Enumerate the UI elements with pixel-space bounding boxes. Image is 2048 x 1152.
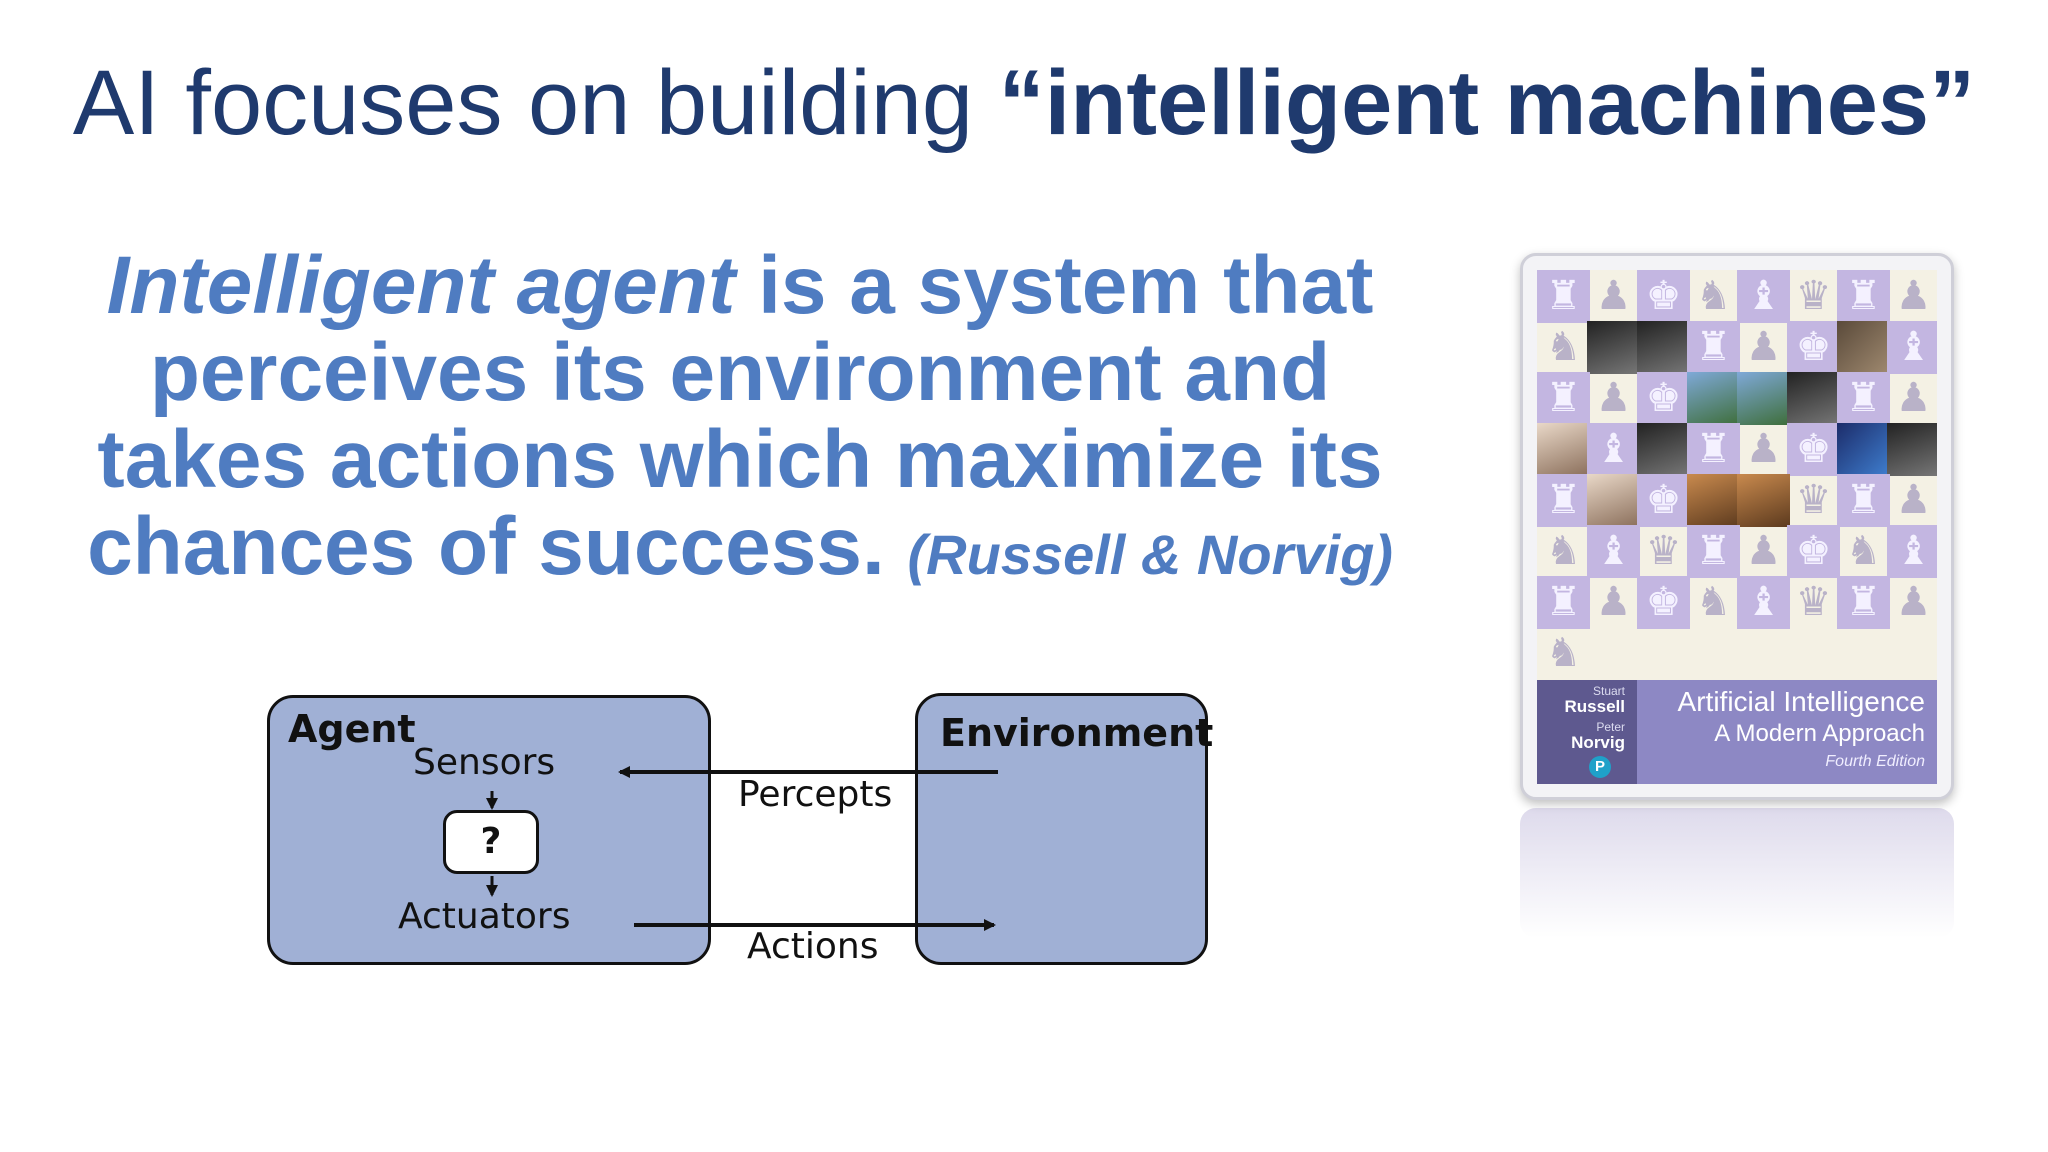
chess-piece-icon: ♜ <box>1837 576 1890 629</box>
chess-piece-icon: ♞ <box>1845 528 1882 574</box>
cover-photo-tile <box>1887 423 1937 476</box>
chess-piece-icon: ♜ <box>1537 270 1590 323</box>
chess-piece-icon: ♚ <box>1637 576 1690 629</box>
chess-piece-icon: ♛ <box>1795 477 1832 523</box>
cover-photo-tile <box>1737 372 1790 425</box>
agent-definition: Intelligent agent is a system that perce… <box>60 242 1420 598</box>
chess-piece-icon: ♟ <box>1895 375 1932 421</box>
pearson-logo-icon: P <box>1589 756 1611 778</box>
book-subtitle: A Modern Approach <box>1714 720 1925 747</box>
cover-photo-tile <box>1637 423 1690 476</box>
agent-environment-diagram: Agent Sensors ? Actuators Environment Pe… <box>260 685 1240 985</box>
definition-line-4-text: chances of success. <box>87 501 908 592</box>
chess-piece-icon: ♞ <box>1695 273 1732 319</box>
cover-photo-tile <box>1787 372 1840 425</box>
book-authors-panel: Stuart Russell Peter Norvig P <box>1537 680 1637 784</box>
book-cover-art: ♜♟♚♞♝♛♜♟♞♜♟♚♝♜♟♚♜♟♝♜♟♚♜♚♛♜♟♞♝♛♜♟♚♞♝♜♟♚♞♝… <box>1537 270 1937 784</box>
actuators-label: Actuators <box>398 896 571 937</box>
agent-program-box: ? <box>443 810 539 874</box>
chessboard-collage: ♜♟♚♞♝♛♜♟♞♜♟♚♝♜♟♚♜♟♝♜♟♚♜♚♛♜♟♞♝♛♜♟♚♞♝♜♟♚♞♝… <box>1537 270 1937 680</box>
chess-piece-icon: ♞ <box>1545 528 1582 574</box>
chess-piece-icon: ♟ <box>1895 579 1932 625</box>
book-edition: Fourth Edition <box>1825 753 1925 770</box>
chess-piece-icon: ♞ <box>1695 579 1732 625</box>
chess-piece-icon: ♞ <box>1545 630 1582 676</box>
definition-line-4: chances of success. (Russell & Norvig) <box>60 503 1420 598</box>
book-title: Artificial Intelligence <box>1677 686 1925 717</box>
cover-photo-tile <box>1587 321 1640 374</box>
chess-piece-icon: ♟ <box>1745 324 1782 370</box>
book-cover: ♜♟♚♞♝♛♜♟♞♜♟♚♝♜♟♚♜♟♝♜♟♚♜♚♛♜♟♞♝♛♜♟♚♞♝♜♟♚♞♝… <box>1520 253 1954 800</box>
cover-photo-tile <box>1837 321 1890 374</box>
cover-photo-tile <box>1587 474 1640 527</box>
chess-piece-icon: ♛ <box>1645 528 1682 574</box>
chess-piece-icon: ♜ <box>1837 474 1890 527</box>
chess-piece-icon: ♝ <box>1887 321 1937 374</box>
book-cover-band: Stuart Russell Peter Norvig P Artificial… <box>1537 680 1937 784</box>
chess-piece-icon: ♝ <box>1587 525 1640 578</box>
chess-piece-icon: ♝ <box>1887 525 1937 578</box>
cover-photo-tile <box>1737 474 1790 527</box>
chess-piece-icon: ♜ <box>1837 372 1890 425</box>
chess-piece-icon: ♝ <box>1737 576 1790 629</box>
cover-photo-tile <box>1637 321 1690 374</box>
definition-line-2: perceives its environment and <box>149 327 1331 418</box>
actions-label: Actions <box>747 926 879 967</box>
definition-line-1-rest: is a system that <box>735 240 1374 331</box>
author-2-last: Norvig <box>1571 733 1625 752</box>
title-prefix: AI focuses on building <box>72 52 999 154</box>
chess-piece-icon: ♛ <box>1795 579 1832 625</box>
chess-piece-icon: ♟ <box>1595 273 1632 319</box>
environment-box <box>915 693 1208 965</box>
definition-line-3: takes actions which maximize its <box>97 414 1383 505</box>
cover-photo-tile <box>1537 423 1590 476</box>
chess-piece-icon: ♟ <box>1895 273 1932 319</box>
chess-piece-icon: ♚ <box>1787 321 1840 374</box>
chess-piece-icon: ♟ <box>1745 426 1782 472</box>
diagram-arrows <box>486 766 998 931</box>
chess-piece-icon: ♚ <box>1637 474 1690 527</box>
cover-photo-tile <box>1687 474 1740 527</box>
book-reflection <box>1520 808 1954 938</box>
chess-piece-icon: ♛ <box>1795 273 1832 319</box>
chess-piece-icon: ♜ <box>1537 474 1590 527</box>
slide-title: AI focuses on building “intelligent mach… <box>0 48 2048 158</box>
chess-piece-icon: ♜ <box>1537 372 1590 425</box>
cover-photo-tile <box>1687 372 1740 425</box>
definition-emphasis: Intelligent agent <box>106 240 736 331</box>
chess-piece-icon: ♚ <box>1637 372 1690 425</box>
chess-piece-icon: ♟ <box>1745 528 1782 574</box>
cover-photo-tile <box>1837 423 1890 476</box>
author-1-last: Russell <box>1564 697 1625 716</box>
chess-piece-icon: ♚ <box>1637 270 1690 323</box>
definition-line-1: Intelligent agent is a system that <box>60 242 1420 329</box>
sensors-label: Sensors <box>413 742 556 783</box>
chess-piece-icon: ♟ <box>1595 375 1632 421</box>
chess-piece-icon: ♜ <box>1837 270 1890 323</box>
chess-piece-icon: ♞ <box>1545 324 1582 370</box>
title-emphasis: “intelligent machines” <box>998 52 1976 154</box>
chess-piece-icon: ♜ <box>1687 423 1740 476</box>
chess-piece-icon: ♜ <box>1537 576 1590 629</box>
chess-piece-icon: ♟ <box>1895 477 1932 523</box>
percepts-label: Percepts <box>738 774 893 815</box>
author-1-first: Stuart <box>1592 684 1625 698</box>
chess-piece-icon: ♝ <box>1587 423 1640 476</box>
chess-piece-icon: ♚ <box>1787 525 1840 578</box>
definition-citation: (Russell & Norvig) <box>907 523 1393 586</box>
chess-piece-icon: ♚ <box>1787 423 1840 476</box>
chess-piece-icon: ♝ <box>1737 270 1790 323</box>
author-2-first: Peter <box>1596 720 1625 734</box>
agent-label: Agent <box>288 707 416 751</box>
chess-piece-icon: ♟ <box>1595 579 1632 625</box>
chess-piece-icon: ♜ <box>1687 525 1740 578</box>
environment-label: Environment <box>940 711 1214 755</box>
chess-piece-icon: ♜ <box>1687 321 1740 374</box>
